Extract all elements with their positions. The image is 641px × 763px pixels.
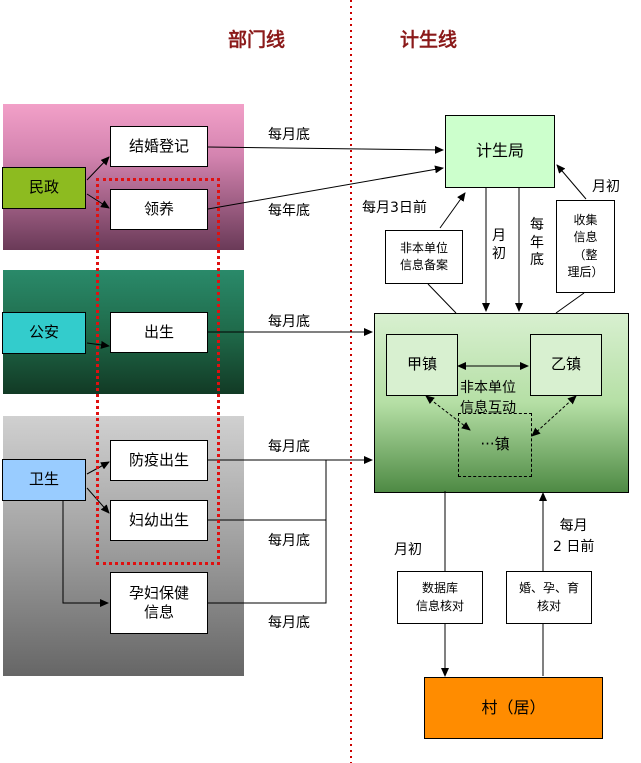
town-a-box: 甲镇 xyxy=(386,334,458,396)
adoption-flow-label: 每年底 xyxy=(268,203,310,219)
epidemic-flow-label: 每月底 xyxy=(268,439,310,455)
highlight-frame xyxy=(96,178,220,565)
village-month-2-label: 每月 2 日前 xyxy=(553,518,595,555)
year-end-down-label: 每 年 底 xyxy=(530,217,544,268)
maternal-flow-label: 每月底 xyxy=(268,533,310,549)
pregnancy-health-info-box: 孕妇保健 信息 xyxy=(110,572,208,634)
marriage-flow-label: 每月底 xyxy=(268,127,310,143)
pregnancy-flow-label: 每月底 xyxy=(268,615,310,631)
non-local-interact-label: 非本单位 信息互动 xyxy=(460,380,516,417)
public-security-box: 公安 xyxy=(2,312,86,354)
town-other-box: ···镇 xyxy=(458,413,532,477)
epidemic-birth-box: 防疫出生 xyxy=(110,440,208,481)
village-box: 村（居） xyxy=(424,677,603,739)
month-start-up-label: 月初 xyxy=(592,179,620,195)
marriage-registration-box: 结婚登记 xyxy=(110,126,208,167)
town-b-box: 乙镇 xyxy=(530,334,602,396)
marriage-check-note: 婚、孕、育 核对 xyxy=(506,571,592,624)
village-month-start-label: 月初 xyxy=(394,542,422,558)
db-check-note: 数据库 信息核对 xyxy=(397,571,483,624)
month-3-label: 每月3日前 xyxy=(362,200,427,216)
maternal-child-birth-box: 妇幼出生 xyxy=(110,500,208,541)
dept-line-title: 部门线 xyxy=(228,29,286,51)
health-box: 卫生 xyxy=(2,459,86,501)
adoption-box: 领养 xyxy=(110,189,208,230)
birth-box: 出生 xyxy=(110,312,208,353)
collect-info-note: 收集 信息 （整 理后） xyxy=(556,200,615,293)
birth-flow-label: 每月底 xyxy=(268,314,310,330)
non-local-filing-note: 非本单位 信息备案 xyxy=(385,230,463,284)
family-planning-bureau-box: 计生局 xyxy=(445,115,555,188)
civil-affairs-box: 民政 xyxy=(2,167,86,209)
family-planning-line-title: 计生线 xyxy=(400,29,458,51)
month-start-down-label: 月 初 xyxy=(492,228,506,262)
